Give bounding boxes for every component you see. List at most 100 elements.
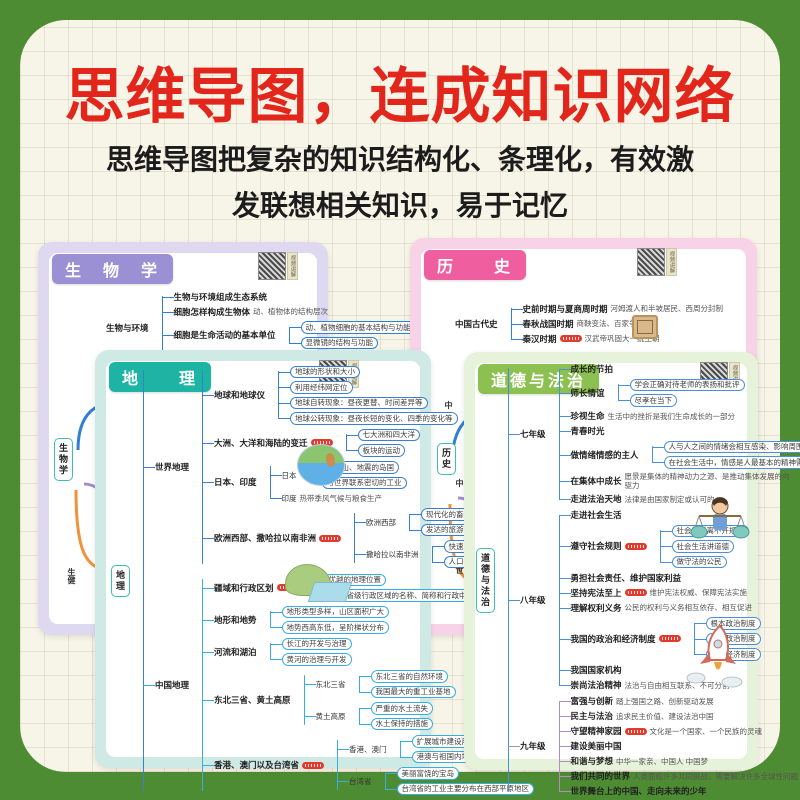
map-label: 严重的水土流失: [370, 702, 434, 715]
map-node: 做情绪情感的主人人与人之间的情绪会相互感染、影响周围的人在社会生活中，情感是人最…: [571, 440, 800, 469]
map-children: 现代化的畜牧业发达的旅游业: [409, 508, 484, 537]
map-label: 生物与环境: [106, 322, 149, 333]
map-node: 社会生活离不开规则: [671, 524, 750, 537]
map-label: 基本经济制度: [705, 648, 761, 661]
map-children: 美丽富饶的宝岛台湾省的工业主要分布在西部平原地区: [384, 767, 535, 796]
map-labelwrap: 欧洲西部: [366, 517, 396, 528]
map-note: 维护宪法权威、保障宪法实施: [649, 588, 748, 597]
map-labelwrap: 九年级: [520, 740, 546, 752]
map-note: 商鞅变法、百家争鸣: [576, 319, 645, 328]
map-node: 水土保持的措施: [370, 717, 434, 730]
map-labelwrap: 青春时光: [571, 425, 605, 437]
map-note: 汉武帝巩固大一统王朝: [584, 334, 660, 343]
map-label: 八年级: [520, 595, 546, 605]
map-labelwrap: 世界舞台上的中国、走向未来的少年: [571, 785, 707, 797]
map-node: 地球公转现象：昼夜长短的变化、四季的变化等: [290, 412, 458, 425]
map-labelwrap: 地球公转现象：昼夜长短的变化、四季的变化等: [290, 412, 458, 425]
map-node: 细胞是生命活动的基本单位动、植物细胞的基本结构与功能显微镜的结构与功能: [174, 321, 416, 350]
map-child: 黄土高原 严重的水土流失水土保持的措施: [303, 702, 456, 731]
map-labelwrap: 建设美丽中国: [571, 740, 622, 752]
map-labelwrap: 我国的政治和经济制度: [571, 633, 681, 645]
map-label: 基本政治制度: [705, 632, 761, 645]
map-children: 严重的水土流失水土保持的措施: [358, 702, 434, 731]
map-labelwrap: 尽孝在当下: [629, 394, 678, 407]
map-label: 长江的开发与治理: [281, 637, 352, 650]
map-child: 基本经济制度: [693, 648, 761, 661]
map-note: 法律是由国家制定或认可的: [624, 494, 715, 504]
biology-header: 生 物 学: [52, 254, 174, 284]
map-label: 黄土高原: [315, 711, 346, 721]
map-labelwrap: 道德与法治: [476, 547, 495, 613]
map-labelwrap: 七大洲和四大洋: [357, 428, 421, 441]
map-node: 根本政治制度: [705, 617, 761, 630]
page-ref-badge: [624, 727, 647, 735]
map-node: 走进社会生活: [571, 509, 758, 521]
biology-fragment: 生健: [67, 568, 76, 584]
map-node: 台湾省的工业主要分布在西部平原地区: [396, 782, 535, 795]
map-labelwrap: 利用经纬网定位: [290, 381, 353, 394]
page-ref-badge: [319, 534, 342, 542]
map-labelwrap: 日本、印度: [214, 476, 257, 488]
map-node: 台湾省美丽富饶的宝岛台湾省的工业主要分布在西部平原地区: [349, 767, 535, 796]
map-node: 地形类型多样，山区面积广大: [281, 605, 390, 618]
map-node: 地势西高东低，呈阶梯状分布: [281, 621, 390, 634]
map-node: 崇尚法治精神法治与自由相互联系、不可分割: [571, 679, 758, 691]
map-label: 撒哈拉以南非洲: [366, 549, 419, 559]
map-label: 道德与法治: [476, 547, 495, 613]
map-labelwrap: 动、植物细胞的基本结构与功能: [300, 321, 416, 334]
map-label: 我们共同的世界: [570, 771, 631, 781]
map-labelwrap: 做情绪情感的主人: [571, 449, 639, 461]
map-child: 扩展城市建设用地主要方式：“上天”“下海”: [399, 735, 560, 748]
history-qr: 视频讲解: [637, 248, 677, 276]
map-children: 七大洲和四大洋板块的运动: [345, 428, 421, 457]
map-child: 七大洲和四大洋: [345, 428, 421, 441]
map-labelwrap: 河流和湖泊: [214, 646, 257, 658]
map-node: 严重的水土流失: [370, 702, 434, 715]
map-labelwrap: 地球的形状和大小: [290, 365, 361, 378]
map-node: 遵守社会规则社会生活离不开规则社会生活讲道德做守法的公民: [571, 524, 758, 569]
map-labelwrap: 学会正确对待老师的表扬和批评: [629, 378, 745, 391]
map-labelwrap: 成长的节拍: [571, 363, 614, 375]
map-label: 地球自转现象：昼夜更替、时间差异等: [290, 396, 428, 409]
map-children: 人与人之间的情绪会相互感染、影响周围的人在社会生活中，情感是人最基本的精神需求: [651, 440, 800, 469]
terrain-illustration: [285, 564, 353, 604]
map-node: 撒哈拉以南非洲快速发展的经济人口、粮食与环境问题: [366, 540, 529, 569]
map-labelwrap: 七年级: [520, 428, 546, 440]
biology-root-node: 生物学: [54, 438, 73, 481]
qr-label: 视频讲解: [666, 248, 677, 276]
map-child: 东北三省、黄土高原东北三省东北三省的自然环境我国最大的重工业基地黄土高原严重的水…: [202, 669, 469, 731]
map-labelwrap: 走进法治天地法律是由国家制定或认可的: [571, 493, 715, 505]
map-node: 生物与环境组成生态系统: [174, 291, 328, 303]
map-node: 动、植物细胞的基本结构与功能: [300, 321, 416, 334]
map-labelwrap: 黄土高原: [316, 711, 346, 722]
map-child: 美丽富饶的宝岛: [384, 767, 469, 780]
map-label: 富强与创新: [570, 696, 614, 706]
map-child: 民主与法治追求民主价值、建设法治中国: [558, 710, 758, 722]
map-labelwrap: 根本政治制度: [705, 617, 761, 630]
map-child: 学会正确对待老师的表扬和批评: [617, 378, 745, 391]
map-node: 地球和地球仪地球的形状和大小利用经纬网定位地球自转现象：昼夜更替、时间差异等地球…: [214, 365, 469, 425]
map-label: 珍视生命: [570, 411, 605, 421]
map-node: 八年级走进社会生活遵守社会规则社会生活离不开规则社会生活讲道德做守法的公民勇担社…: [520, 509, 761, 692]
map-label: 社会生活讲道德: [671, 540, 735, 553]
map-node: 印度热带季风气候与粮食生产: [282, 493, 407, 504]
map-labelwrap: 中国古代史: [455, 318, 498, 330]
map-children: 地形类型多样，山区面积广大地势西高东低，呈阶梯状分布: [269, 605, 390, 634]
map-labelwrap: 地势西高东低，呈阶梯状分布: [281, 621, 390, 634]
map-labelwrap: 严重的水土流失: [370, 702, 434, 715]
map-label: 走进社会生活: [570, 510, 622, 520]
map-label: 坚持宪法至上: [570, 587, 622, 598]
map-label: 水土保持的措施: [370, 717, 434, 730]
map-child: 守望精神家园文化是一个国家、一个民族的灵魂: [558, 725, 762, 737]
map-node: 人与人之间的情绪会相互感染、影响周围的人: [663, 440, 800, 453]
geography-header: 地 理: [109, 362, 212, 392]
map-node: 七年级成长的节拍师长情谊学会正确对待老师的表扬和批评尽孝在当下珍视生命生活中的挫…: [520, 363, 800, 506]
map-label: 守望精神家园: [570, 726, 622, 736]
island-illustration: [297, 444, 345, 486]
map-labelwrap: 八年级: [520, 594, 546, 606]
map-label: 日本: [281, 470, 297, 480]
qr-label: 视频讲解: [287, 252, 298, 280]
map-label: 世界舞台上的中国、走向未来的少年: [570, 786, 707, 796]
map-labelwrap: 东北三省的自然环境: [370, 670, 449, 683]
